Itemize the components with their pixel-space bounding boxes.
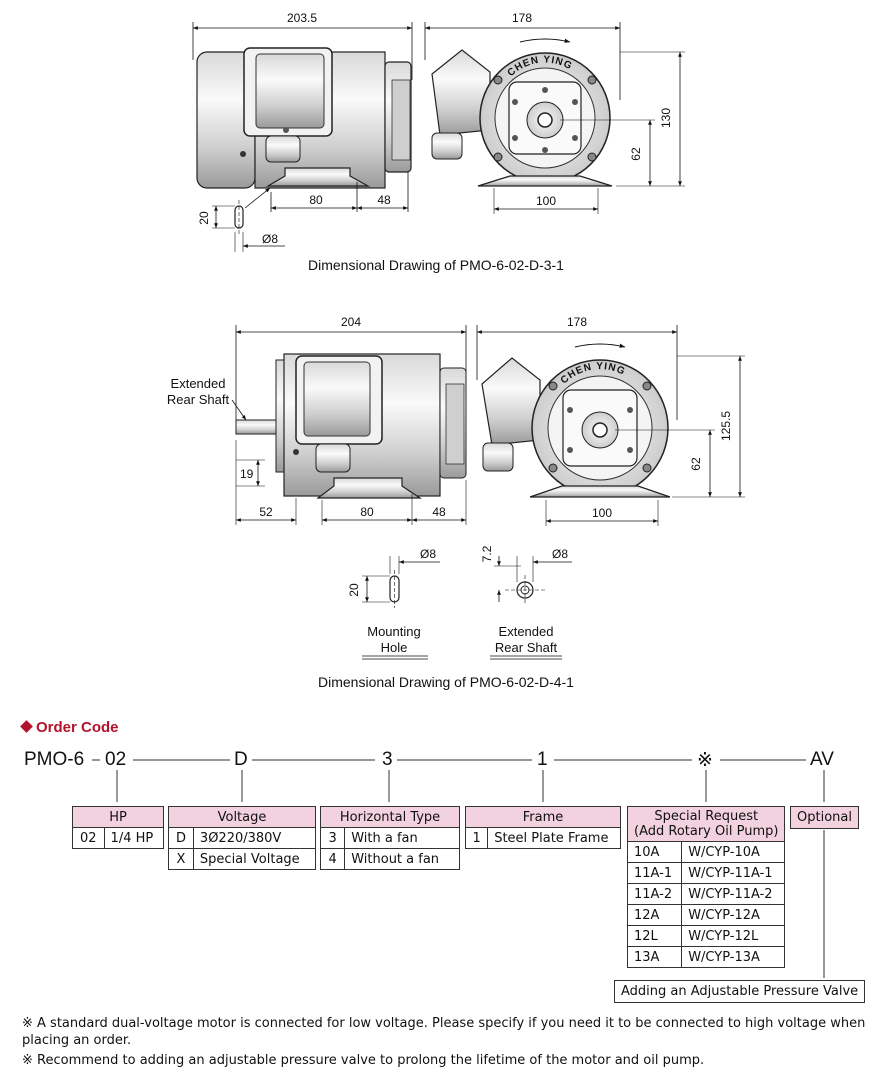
optional-description: Adding an Adjustable Pressure Valve [614, 980, 866, 1003]
drawing2-mount-len-dim: 80 [360, 505, 374, 519]
drawing1-hole-h-dim: 20 [197, 211, 211, 225]
dimensional-drawings: 203.5 80 48 20 Ø8 [167, 11, 745, 690]
voltage-header: Voltage [168, 806, 316, 828]
drawing2-front-view: 178 CHEN YING 125.5 62 100 [476, 315, 745, 526]
drawing1-hole-d-dim: Ø8 [262, 232, 278, 246]
table-row: 4 Without a fan [319, 848, 460, 870]
table-row: 3 With a fan [319, 827, 460, 849]
drawing1-caption: Dimensional Drawing of PMO-6-02-D-3-1 [308, 257, 564, 273]
note-2: ※ Recommend to adding an adjustable pres… [22, 1053, 705, 1068]
drawing2-length-dim: 204 [341, 315, 361, 329]
special-header: Special Request (Add Rotary Oil Pump) [626, 806, 786, 842]
mounting-label-1: Mounting [367, 624, 420, 639]
frame-header: Frame [465, 806, 621, 828]
drawing2-mount-offset-dim: 48 [432, 505, 446, 519]
drawing2-height-dim: 125.5 [719, 411, 733, 441]
detail-shaft-d-dim: Ø8 [552, 547, 568, 561]
voltage-table: Voltage D 3Ø220/380V X Special Voltage [168, 806, 317, 870]
diamond-icon [20, 720, 33, 733]
order-code-title: Order Code [20, 719, 119, 736]
table-row: X Special Voltage [168, 848, 317, 870]
code-frame: 1 [537, 749, 548, 770]
detail-ext-label-1: Extended [499, 624, 554, 639]
drawing2-caption: Dimensional Drawing of PMO-6-02-D-4-1 [318, 674, 574, 690]
code-prefix: PMO-6 [24, 749, 85, 770]
code-hp: 02 [105, 749, 127, 770]
drawing2-width-dim: 178 [567, 315, 587, 329]
drawing1-mount-len-dim: 80 [309, 193, 323, 207]
detail-ext-label-2: Rear Shaft [495, 640, 558, 655]
hp-header: HP [72, 806, 164, 828]
code-optional: AV [810, 749, 834, 770]
drawing2-rear-h-dim: 19 [240, 467, 254, 481]
drawing2-rear-shaft-len-dim: 52 [259, 505, 273, 519]
type-table: Horizontal Type 3 With a fan 4 Without a… [319, 806, 460, 870]
hp-table: HP 02 1/4 HP [72, 806, 165, 849]
extended-label-2: Rear Shaft [167, 392, 230, 407]
drawing2-shaft-h-dim: 62 [689, 457, 703, 471]
frame-table: Frame 1 Steel Plate Frame [464, 806, 621, 849]
drawing1-base-w-dim: 100 [536, 194, 556, 208]
drawing1-height-dim: 130 [659, 108, 673, 128]
mounting-label-2: Hole [381, 640, 408, 655]
drawing1-side-view: 203.5 80 48 20 Ø8 [192, 11, 413, 252]
table-row: 02 1/4 HP [72, 827, 165, 849]
optional-box: Optional [790, 806, 859, 829]
detail-shaft-offset-dim: 7.2 [480, 545, 494, 562]
type-header: Horizontal Type [320, 806, 460, 828]
code-special: ※ [697, 750, 713, 771]
drawing2-base-w-dim: 100 [592, 506, 612, 520]
code-type: 3 [382, 749, 393, 770]
drawing1-front-view: 178 CHEN YING 130 62 100 [424, 11, 685, 214]
drawing2-side-view: 204 Extended Rear Shaft 19 52 80 48 [167, 315, 467, 525]
rear-shaft-detail: 7.2 Ø8 Extended Rear Shaft [480, 545, 572, 660]
drawing1-mount-offset-dim: 48 [377, 193, 391, 207]
code-voltage: D [234, 749, 248, 770]
table-row: D 3Ø220/380V [168, 827, 317, 849]
special-table: Special Request (Add Rotary Oil Pump) 10… [626, 806, 786, 968]
extended-label-1: Extended [171, 376, 226, 391]
detail-hole-h-dim: 20 [347, 583, 361, 597]
drawing1-shaft-h-dim: 62 [629, 147, 643, 161]
drawing1-length-dim: 203.5 [287, 11, 317, 25]
mounting-hole-detail: 20 Ø8 Mounting Hole [347, 547, 440, 660]
order-code-connectors [92, 759, 825, 978]
detail-hole-d-dim: Ø8 [420, 547, 436, 561]
drawing1-width-dim: 178 [512, 11, 532, 25]
note-1: ※ A standard dual-voltage motor is conne… [22, 1016, 866, 1048]
table-row: 1 Steel Plate Frame [464, 827, 621, 849]
